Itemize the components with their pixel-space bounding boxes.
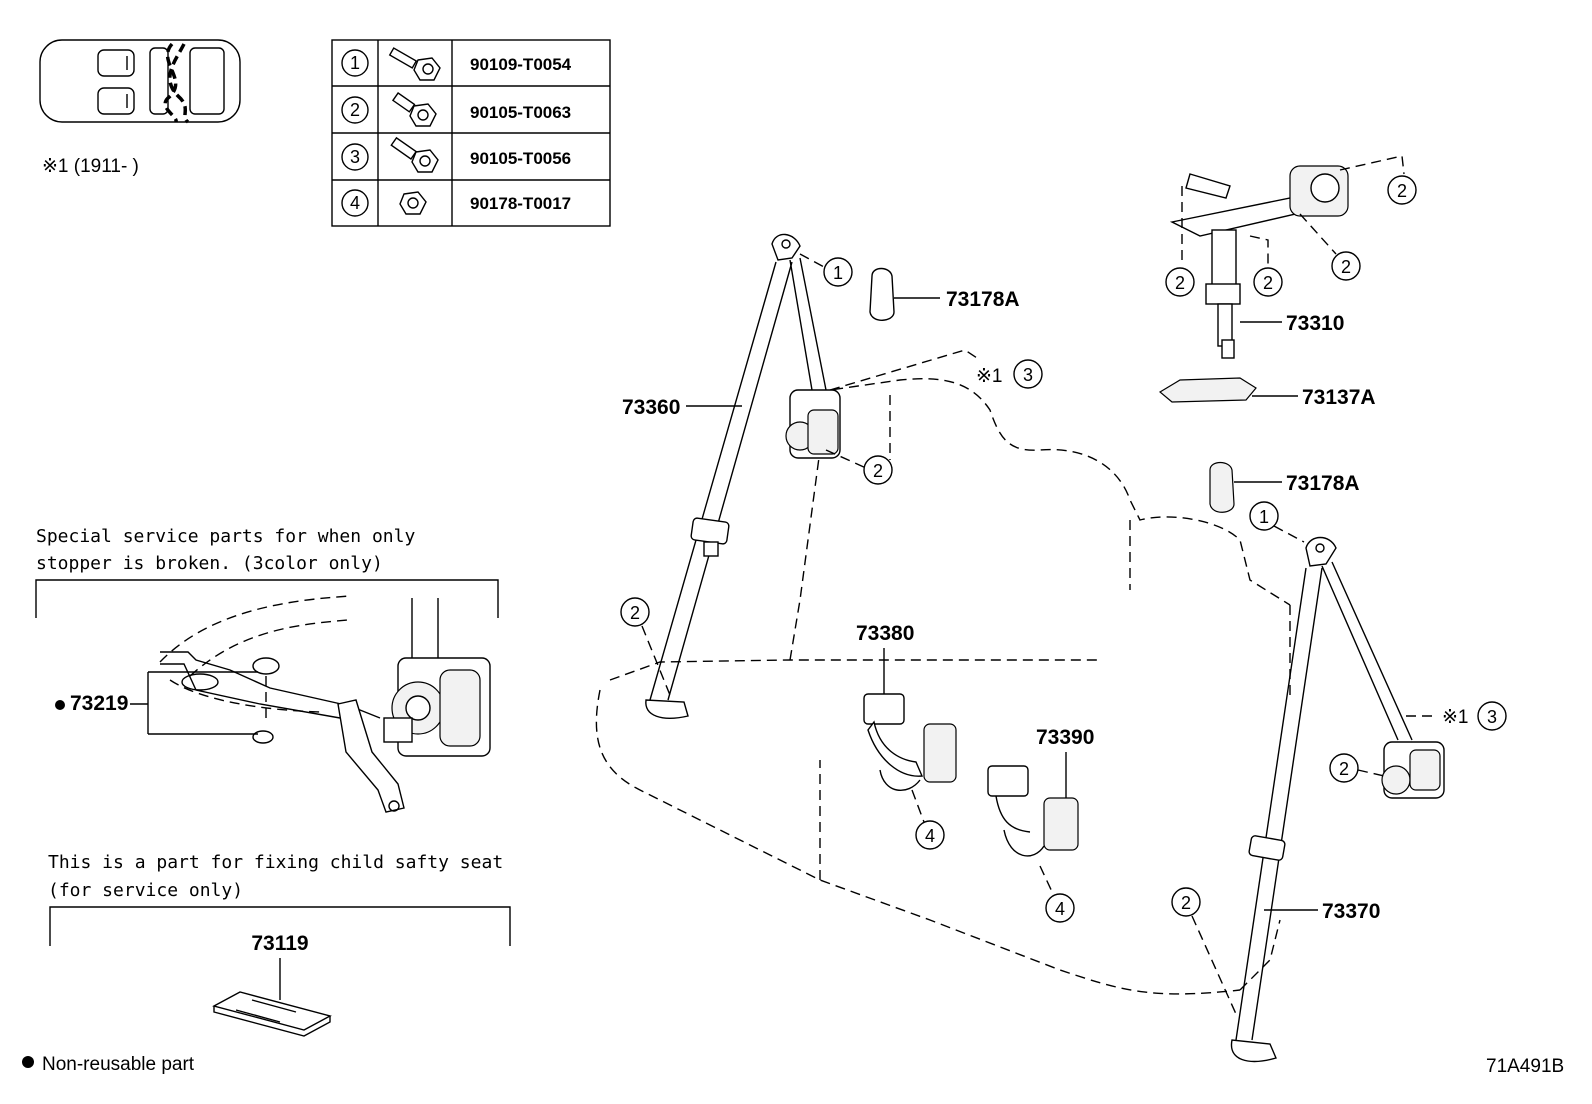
callout-1-right <box>1249 501 1279 531</box>
callout-2-left-retractor <box>863 455 893 485</box>
child-seat-line-2: (for service only) <box>48 880 243 901</box>
table-part-no-4: 90178-T0017 <box>470 194 571 213</box>
mark-left: ※1 <box>976 366 1003 387</box>
svg-text:4: 4 <box>925 826 935 846</box>
callout-3-left <box>1013 359 1043 389</box>
callout-3-right <box>1477 701 1507 731</box>
callout-2-top-right <box>1387 175 1417 205</box>
part-73137a-label: 73137A <box>1302 386 1376 409</box>
cover-73178a-mid <box>1209 461 1235 513</box>
svg-text:3: 3 <box>1023 365 1033 385</box>
table-part-no-2: 90105-T0063 <box>470 103 571 122</box>
table-part-no-3: 90105-T0056 <box>470 149 571 168</box>
svg-text:2: 2 <box>873 461 883 481</box>
part-73310-label: 73310 <box>1286 312 1344 335</box>
table-part-no-1: 90109-T0054 <box>470 55 572 74</box>
non-reusable-note: Non-reusable part <box>42 1054 195 1075</box>
svg-text:2: 2 <box>630 603 640 623</box>
svg-text:4: 4 <box>1055 899 1065 919</box>
non-reusable-dot-icon <box>22 1056 34 1068</box>
svg-text:2: 2 <box>1397 181 1407 201</box>
legend-note: ※1 (1911- ) <box>42 156 139 177</box>
svg-text:1: 1 <box>1259 507 1269 527</box>
ref-circle-2 <box>341 96 369 124</box>
table-ref-4: 4 <box>350 193 360 213</box>
vehicle-locator-icon <box>39 39 241 124</box>
callout-2-left-anchor <box>620 597 650 627</box>
right-seatbelt-assembly <box>1230 536 1445 1063</box>
svg-text:73219: 73219 <box>70 692 128 715</box>
table-ref-3: 3 <box>350 147 360 167</box>
fastener-table: 1 90109-T0054 2 90105-T0063 3 90105-T005… <box>331 39 611 227</box>
svg-text:2: 2 <box>1175 273 1185 293</box>
nut-icon <box>399 191 427 215</box>
svg-text:2: 2 <box>1181 893 1191 913</box>
svg-text:2: 2 <box>1263 273 1273 293</box>
callout-2-tr-a <box>1165 267 1195 297</box>
special-service-line-1: Special service parts for when only <box>36 526 415 547</box>
buckle-73380 <box>863 693 957 792</box>
part-73178a-mid-label: 73178A <box>1286 472 1360 495</box>
table-ref-1: 1 <box>350 53 360 73</box>
part-73178a-top-label: 73178A <box>946 288 1020 311</box>
bolt-icon <box>390 136 439 173</box>
svg-text:2: 2 <box>1341 257 1351 277</box>
cover-73178a-top <box>869 267 895 321</box>
diagram-code: 71A491B <box>1486 1056 1564 1077</box>
bolt-long-icon <box>388 47 441 81</box>
svg-text:2: 2 <box>1339 759 1349 779</box>
callout-2-right-anchor <box>1171 887 1201 917</box>
child-seat-anchor-plate <box>212 991 332 1037</box>
bolt-icon <box>391 92 437 127</box>
callout-2-tr-c <box>1331 251 1361 281</box>
child-seat-line-1: This is a part for fixing child safty se… <box>48 852 503 873</box>
stopper-retractor-illustration <box>159 595 491 813</box>
part-73119-label: 73119 <box>251 932 308 955</box>
special-service-line-2: stopper is broken. (3color only) <box>36 553 383 574</box>
callout-2-tr-b <box>1253 267 1283 297</box>
non-reusable-dot-icon <box>55 700 65 710</box>
svg-text:1: 1 <box>833 263 843 283</box>
ref-circle-1 <box>341 49 369 77</box>
left-seatbelt-assembly <box>645 233 841 719</box>
callout-2-right-retractor <box>1329 753 1359 783</box>
part-73360-label: 73360 <box>622 396 680 419</box>
center-retractor-73310 <box>1169 165 1349 359</box>
rear-seat-outline <box>595 349 1291 995</box>
callout-4-b <box>1045 893 1075 923</box>
callout-1-left <box>823 257 853 287</box>
part-73390-label: 73390 <box>1036 726 1094 749</box>
callout-4-a <box>915 820 945 850</box>
part-73370-label: 73370 <box>1322 900 1380 923</box>
part-73380-label: 73380 <box>856 622 914 645</box>
mark-right: ※1 <box>1442 707 1469 728</box>
svg-text:3: 3 <box>1487 707 1497 727</box>
ref-circle-4 <box>341 189 369 217</box>
ref-circle-3 <box>341 143 369 171</box>
part-73219-label: 73219 <box>55 671 258 735</box>
table-ref-2: 2 <box>350 100 360 120</box>
cover-73137a <box>1158 377 1257 403</box>
buckle-73390 <box>987 765 1079 857</box>
